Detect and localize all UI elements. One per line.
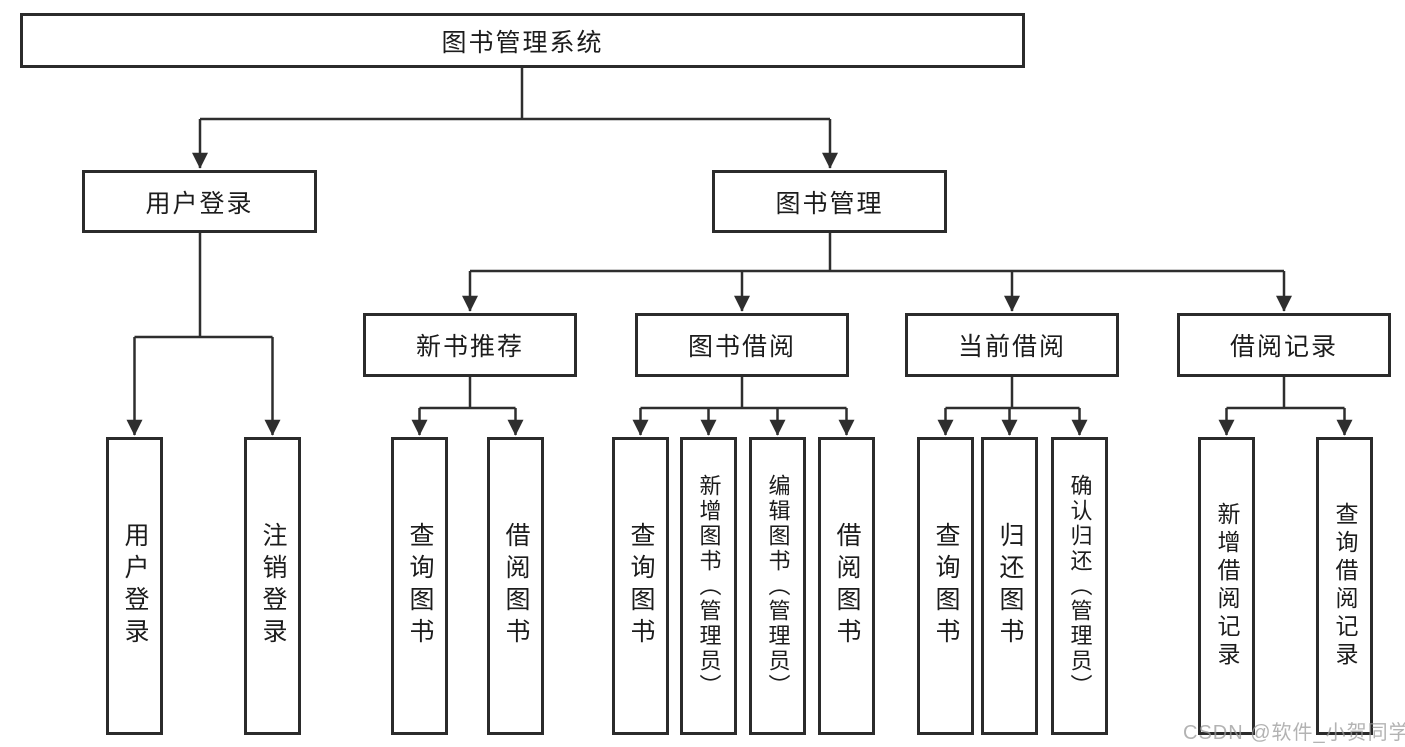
- leaf-query-borrow-record: 查询借阅记录: [1316, 437, 1373, 735]
- node-new-book-recommend: 新书推荐: [363, 313, 577, 377]
- node-label: 图书借阅: [687, 333, 796, 361]
- node-label: 当前借阅: [957, 333, 1066, 361]
- leaf-borrow-books-recommend: 借阅图书: [487, 437, 544, 735]
- node-borrow-records: 借阅记录: [1177, 313, 1391, 377]
- node-label: 新增借阅记录: [1214, 502, 1240, 670]
- leaf-add-borrow-record: 新增借阅记录: [1198, 437, 1255, 735]
- node-label: 借阅图书: [502, 522, 530, 650]
- node-label: 图书管理: [775, 189, 884, 218]
- leaf-logout: 注销登录: [244, 437, 301, 735]
- node-label: 查询借阅记录: [1332, 502, 1358, 670]
- node-label: 编辑图书（管理员）: [765, 473, 791, 699]
- csdn-watermark: CSDN @软件_小贺同学: [1183, 722, 1405, 744]
- node-label: 借阅图书: [833, 522, 861, 650]
- node-label: 确认归还（管理员）: [1067, 473, 1093, 699]
- leaf-query-books-borrow: 查询图书: [612, 437, 669, 735]
- node-label: 归还图书: [996, 522, 1024, 650]
- node-library-management-system: 图书管理系统: [20, 13, 1025, 68]
- node-label: 注销登录: [259, 522, 287, 650]
- node-label: 查询图书: [627, 522, 655, 650]
- leaf-return-books: 归还图书: [981, 437, 1038, 735]
- leaf-query-books-recommend: 查询图书: [391, 437, 448, 735]
- leaf-add-books-admin: 新增图书（管理员）: [680, 437, 737, 735]
- leaf-user-login: 用户登录: [106, 437, 163, 735]
- node-label: 查询图书: [932, 522, 960, 650]
- leaf-confirm-return-admin: 确认归还（管理员）: [1051, 437, 1108, 735]
- node-current-borrow: 当前借阅: [905, 313, 1119, 377]
- node-label: 新增图书（管理员）: [696, 473, 722, 699]
- node-book-management: 图书管理: [712, 170, 947, 233]
- leaf-query-books-current: 查询图书: [917, 437, 974, 735]
- node-label: 新书推荐: [415, 333, 524, 361]
- node-label: 图书管理系统: [441, 28, 604, 57]
- node-book-borrow: 图书借阅: [635, 313, 849, 377]
- node-label: 用户登录: [145, 189, 254, 218]
- node-label: 借阅记录: [1229, 333, 1338, 361]
- node-label: 用户登录: [121, 522, 149, 650]
- node-label: 查询图书: [406, 522, 434, 650]
- node-user-login: 用户登录: [82, 170, 317, 233]
- leaf-edit-books-admin: 编辑图书（管理员）: [749, 437, 806, 735]
- leaf-borrow-books: 借阅图书: [818, 437, 875, 735]
